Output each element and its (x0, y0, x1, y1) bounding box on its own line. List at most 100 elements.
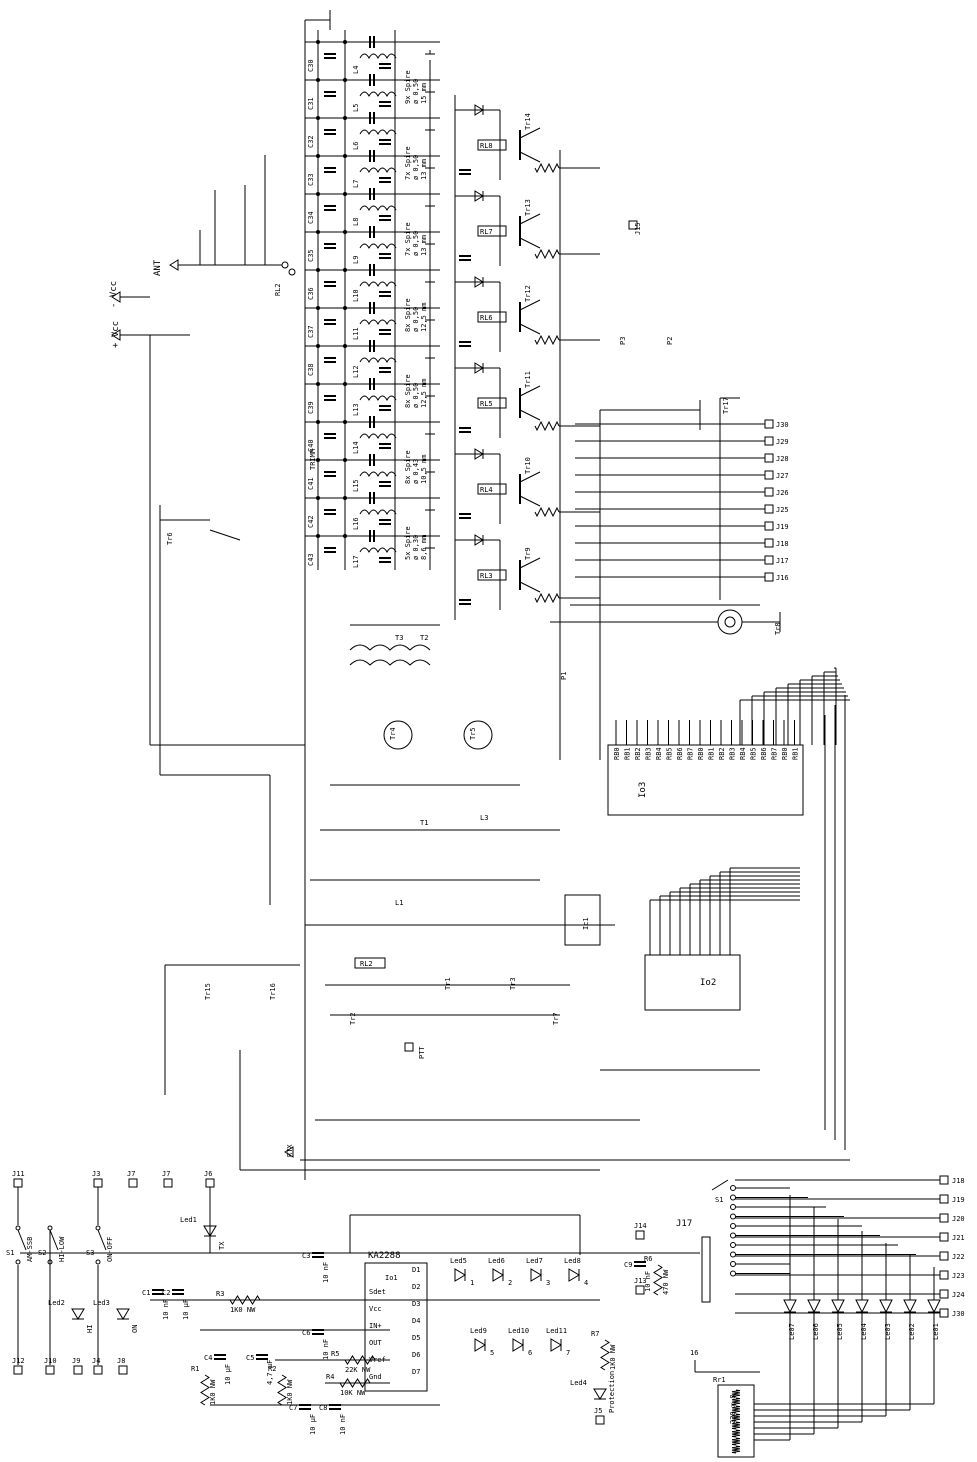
led-number: 3 (546, 1279, 550, 1287)
band-turns: 5x Spire (404, 526, 412, 560)
cap-value: 10 nF (162, 1299, 170, 1320)
led-ref: Led1 (180, 1216, 197, 1224)
inductor (359, 129, 397, 136)
jack-pad (939, 1232, 949, 1242)
led-label: ON (131, 1325, 139, 1333)
band-wire: ø 0,50 (412, 383, 420, 408)
resistor (534, 248, 560, 260)
resistor (731, 1445, 741, 1454)
svg-text:Tr4: Tr4 (389, 727, 397, 740)
ka-pin-label: Vref (369, 1356, 386, 1364)
label: L14 (352, 441, 360, 454)
ka2288-part: KA2288 (368, 1251, 401, 1261)
led-label: Le02 (908, 1323, 916, 1340)
power-input: - Vcc + Vcc (109, 281, 305, 746)
band-turns: 7x Spire (404, 146, 412, 180)
relay-coil (477, 311, 507, 323)
transistor-e (519, 237, 541, 249)
jack-label: J3 (92, 1170, 100, 1178)
jack-label: J25 (776, 506, 789, 514)
transistor-e (519, 323, 541, 335)
ka-pin-label: D6 (412, 1351, 420, 1359)
led-ref: Led11 (546, 1327, 567, 1335)
band-wire: ø 0,50 (412, 79, 420, 104)
res-value: 22K NW (345, 1366, 371, 1374)
switch-contact (730, 1204, 736, 1210)
led-number: 2 (508, 1279, 512, 1287)
diode (474, 534, 484, 546)
label: L11 (352, 327, 360, 340)
pin-label: RB2 (634, 747, 642, 760)
band-length: 12,5 mm (420, 302, 428, 332)
resistor (731, 1437, 741, 1446)
jack-pad (163, 1178, 173, 1188)
junction (316, 344, 320, 348)
resistor (731, 1413, 741, 1422)
resistor (534, 420, 560, 432)
resistor (731, 1397, 741, 1406)
label: C37 (307, 325, 315, 338)
inductor (359, 243, 397, 250)
label: L4 (352, 66, 360, 74)
label: L15 (352, 479, 360, 492)
ka-pin-label: Vcc (369, 1305, 382, 1313)
led-ref: Led4 (570, 1379, 587, 1387)
cap-value: 10 nF (322, 1339, 330, 1360)
led (927, 1299, 941, 1314)
transistor-c (519, 127, 541, 139)
svg-text:T2: T2 (420, 634, 428, 642)
inductor (359, 357, 397, 364)
label: L6 (352, 142, 360, 150)
res-ref: R5 (331, 1350, 339, 1358)
switch-contact (47, 1225, 53, 1231)
pcb-label: P3 (619, 337, 627, 345)
transistor-e (519, 151, 541, 163)
jack-pad (939, 1175, 949, 1185)
led (71, 1308, 85, 1320)
junction (343, 192, 347, 196)
pin16: 16 (690, 1349, 698, 1357)
led-number: 4 (584, 1279, 588, 1287)
rf-amplifier: Tr4 Tr5 T2 T1 L3 L1 T3 (310, 624, 560, 907)
vcc-plus-label: + Vcc (111, 321, 121, 348)
pin-label: RB4 (739, 747, 747, 760)
vcc-minus-label: - Vcc (109, 281, 119, 308)
band-turns: 8x Spire (404, 374, 412, 408)
jack-pad (205, 1178, 215, 1188)
svg-text:Tr17: Tr17 (722, 397, 730, 414)
label: RL6 (480, 314, 493, 322)
band-wire: ø 0,50 (412, 307, 420, 332)
label: C38 (307, 363, 315, 376)
jack-pad (764, 453, 774, 463)
jack-label: J18 (952, 1177, 965, 1185)
switch-contact (730, 1270, 736, 1277)
ka-pin-label: Gnd (369, 1373, 382, 1381)
jack-pad (939, 1194, 949, 1204)
pin-label: RB5 (750, 747, 758, 760)
junction (343, 154, 347, 158)
label: L7 (352, 180, 360, 188)
j17-label: J17 (676, 1219, 692, 1229)
res-ref: R6 (644, 1255, 652, 1263)
led (492, 1268, 504, 1282)
diode (474, 104, 484, 116)
resistor (344, 1355, 376, 1365)
rtx-label: RTX (286, 1144, 294, 1157)
label: RL5 (480, 400, 493, 408)
band-length: 15 mm (420, 83, 428, 104)
svg-text:Tr7: Tr7 (552, 1012, 560, 1025)
jack-pad (764, 538, 774, 548)
jack-label: J16 (776, 574, 789, 582)
led-label: HI (86, 1325, 94, 1333)
io3-bus-wires (739, 667, 850, 745)
inductor (359, 395, 397, 402)
jack-pad (45, 1365, 55, 1375)
junction (343, 116, 347, 120)
transistor-e (519, 409, 541, 421)
label: C40 (307, 439, 315, 452)
jack-label: J4 (92, 1357, 100, 1365)
cap-ref: C8 (319, 1404, 327, 1412)
